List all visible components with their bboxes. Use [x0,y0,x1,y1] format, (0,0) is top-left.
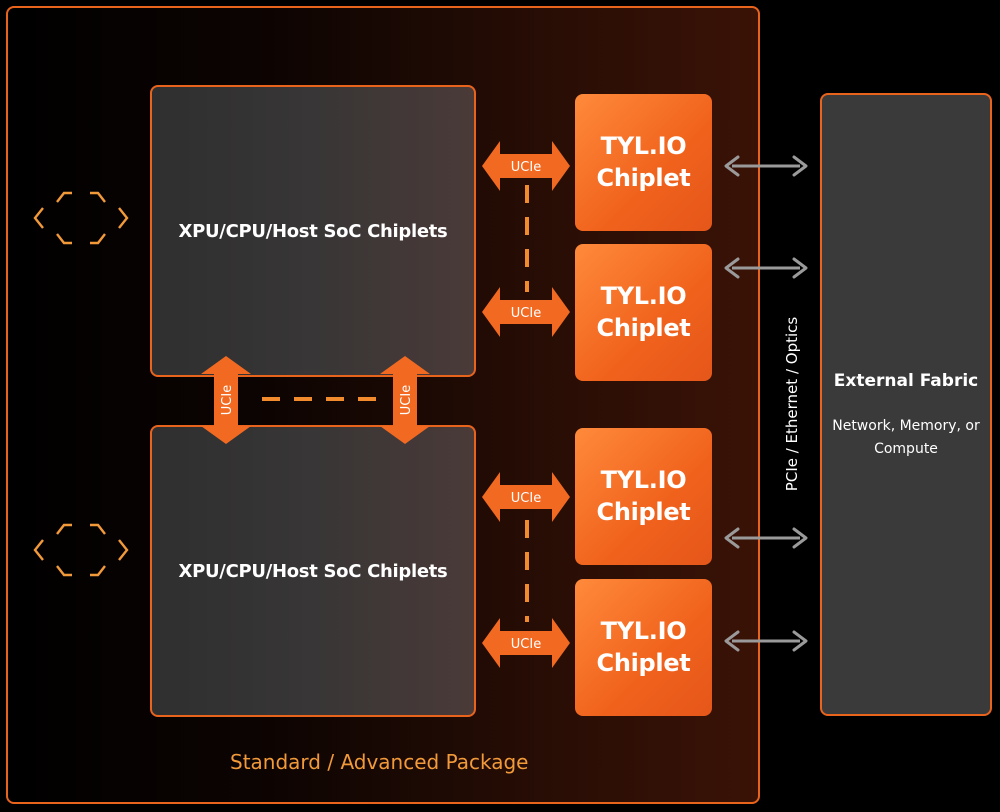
soc-chiplet-block-top: XPU/CPU/Host SoC Chiplets [150,85,476,377]
ucie-arrow: UCIe [482,287,570,337]
soc-label: XPU/CPU/Host SoC Chiplets [178,560,448,582]
bidirectional-arrow-icon [724,257,808,279]
chiplet-name: TYL.IO [600,281,687,310]
fabric-title: External Fabric [833,371,979,391]
ucie-arrow: UCIe [482,141,570,191]
ucie-arrow: UCIe [482,472,570,522]
ucie-label: UCIe [511,306,541,321]
soc-chiplet-block-bottom: XPU/CPU/Host SoC Chiplets [150,425,476,717]
ucie-arrow: UCIe [201,356,251,444]
fabric-subtitle: Network, Memory, or Compute [832,418,980,457]
bidirectional-arrow-icon [724,527,808,549]
ucie-label: UCIe [220,385,235,415]
chiplet-type: Chiplet [596,648,691,677]
external-fabric-block: External Fabric Network, Memory, or Comp… [820,93,992,716]
chiplet-name: TYL.IO [600,616,687,645]
tyl-io-chiplet: TYL.IO Chiplet [575,94,712,231]
tyl-io-chiplet: TYL.IO Chiplet [575,244,712,381]
expand-arrows-icon [33,191,129,245]
tyl-io-chiplet: TYL.IO Chiplet [575,428,712,565]
ucie-arrow: UCIe [482,618,570,668]
ucie-label: UCIe [511,491,541,506]
chiplet-type: Chiplet [596,163,691,192]
ucie-label: UCIe [511,637,541,652]
ucie-arrow: UCIe [380,356,430,444]
soc-label: XPU/CPU/Host SoC Chiplets [178,220,448,242]
chiplet-name: TYL.IO [600,465,687,494]
bidirectional-arrow-icon [724,155,808,177]
tyl-io-chiplet: TYL.IO Chiplet [575,579,712,716]
expand-arrows-icon [33,523,129,577]
package-label: Standard / Advanced Package [230,750,529,774]
chiplet-name: TYL.IO [600,131,687,160]
ucie-label: UCIe [511,160,541,175]
chiplet-type: Chiplet [596,497,691,526]
ucie-label: UCIe [399,385,414,415]
bidirectional-arrow-icon [724,630,808,652]
chiplet-type: Chiplet [596,313,691,342]
